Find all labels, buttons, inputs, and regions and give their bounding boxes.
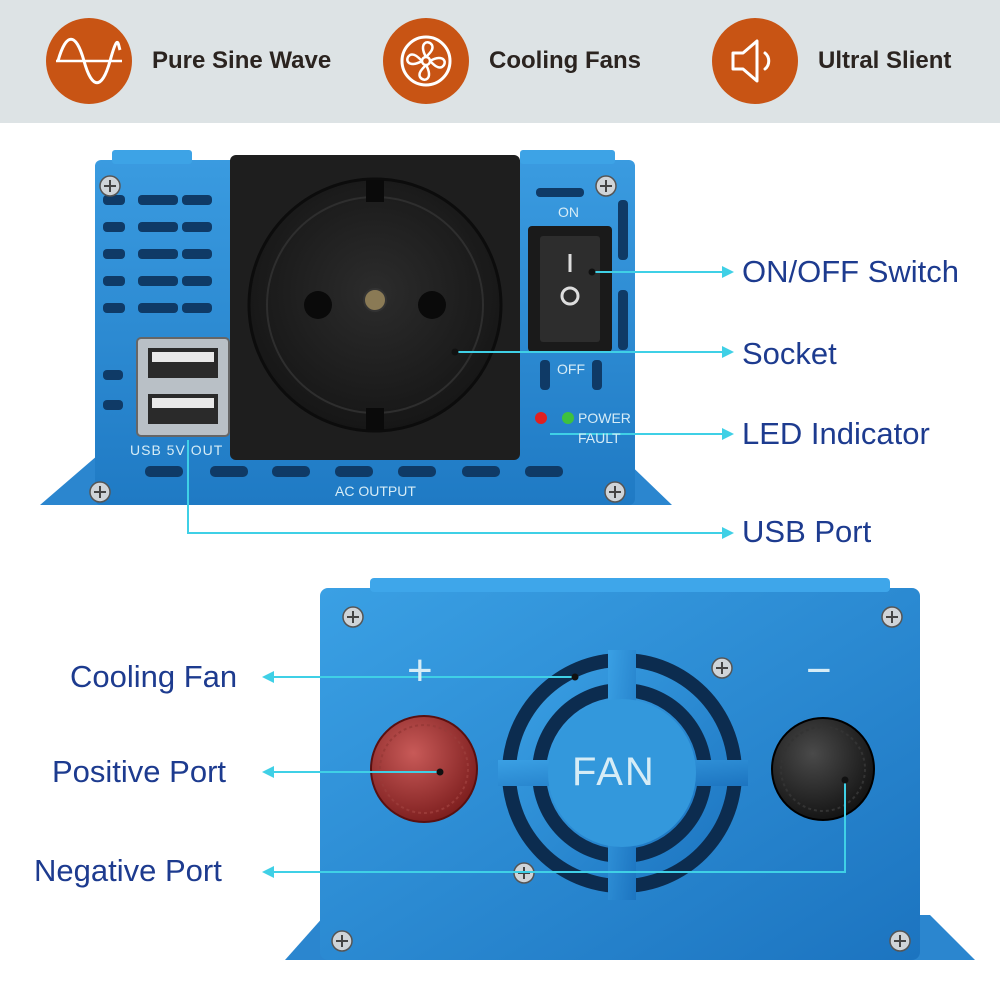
feature-band: [0, 0, 1000, 123]
usb-output-label: USB 5V OUT: [130, 442, 224, 458]
callout-leader-lines: [187, 271, 846, 873]
fan-label: FAN: [572, 750, 656, 794]
led-power-label: POWER: [578, 410, 631, 426]
front-panel: [40, 150, 672, 505]
switch-on-label: ON: [558, 204, 579, 220]
leader-endpoints: [436, 268, 849, 784]
feature-cooling-fans: Cooling Fans: [383, 18, 641, 104]
led-fault-label: FAULT: [578, 430, 621, 446]
leader-arrowheads: [262, 266, 734, 878]
callout-negative-port: Negative Port: [34, 853, 222, 888]
callout-cooling-fan: Cooling Fan: [70, 659, 238, 694]
feature-label: Cooling Fans: [489, 47, 641, 74]
sine-wave-icon: [46, 18, 132, 104]
callout-socket: Socket: [742, 336, 837, 371]
negative-symbol: −: [806, 646, 832, 695]
speaker-icon: [712, 18, 798, 104]
callout-positive-port: Positive Port: [52, 754, 227, 789]
callout-on-off-switch: ON/OFF Switch: [742, 254, 960, 289]
back-panel: [285, 578, 975, 960]
feature-label: Ultral Slient: [818, 47, 952, 74]
feature-ultral-slient: Ultral Slient: [712, 18, 951, 104]
callout-usb-port: USB Port: [742, 514, 872, 549]
positive-symbol: +: [407, 646, 433, 695]
callout-led-indicator: LED Indicator: [742, 416, 930, 451]
feature-pure-sine-wave: Pure Sine Wave: [46, 18, 331, 104]
feature-label: Pure Sine Wave: [152, 47, 332, 74]
switch-off-label: OFF: [557, 361, 585, 377]
ac-output-label: AC OUTPUT: [335, 483, 416, 499]
fan-icon: [383, 18, 469, 104]
